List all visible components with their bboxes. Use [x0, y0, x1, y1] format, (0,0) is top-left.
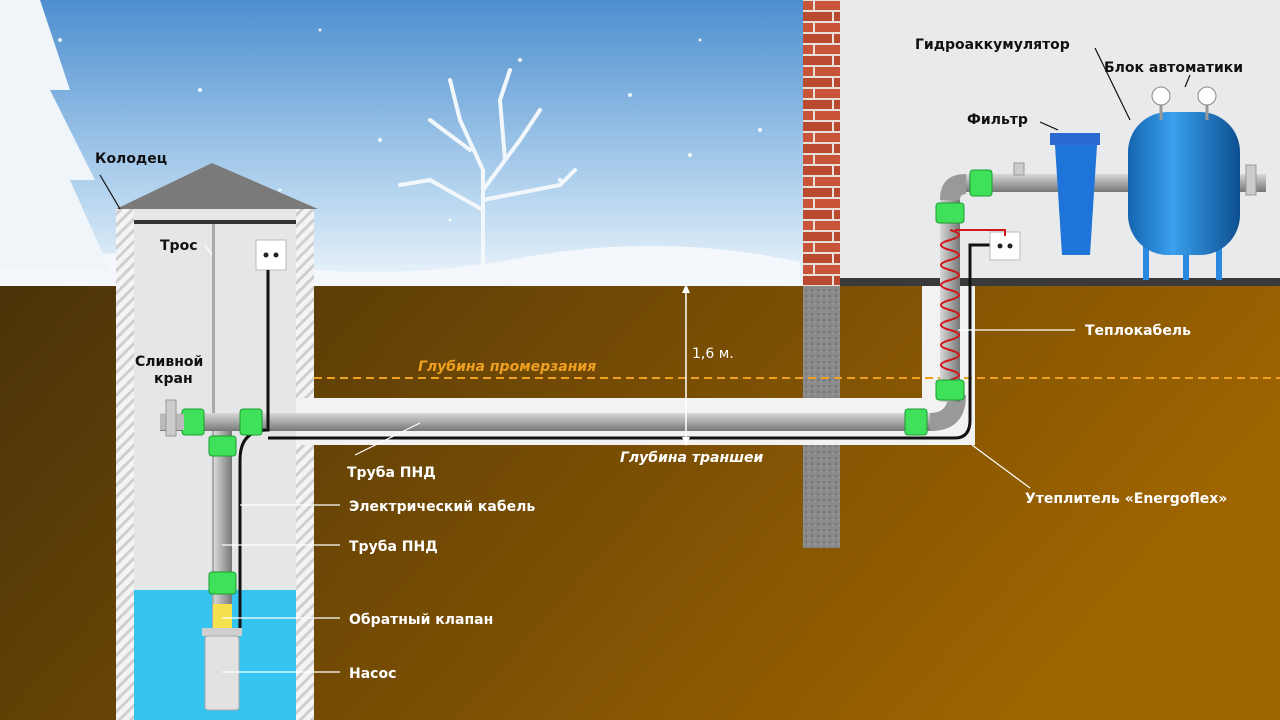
check-valve — [213, 604, 232, 630]
pressure-gauge-icon — [1151, 86, 1171, 106]
brick-wall — [803, 0, 840, 286]
label-hdpe-pipe-2: Труба ПНД — [349, 539, 438, 555]
label-insulation: Утеплитель «Energoflex» — [1025, 491, 1227, 507]
well-roof — [116, 163, 318, 209]
hydro-accumulator — [1128, 112, 1240, 255]
pump-top — [202, 628, 242, 636]
label-automation-block: Блок автоматики — [1104, 60, 1243, 76]
label-check-valve: Обратный клапан — [349, 612, 493, 628]
fitting — [208, 435, 237, 457]
label-heating-cable: Теплокабель — [1085, 323, 1191, 339]
hdpe-pipe-horizontal — [160, 413, 935, 431]
house-pipe — [966, 174, 1141, 192]
label-hdpe-pipe-1: Труба ПНД — [347, 465, 436, 481]
electric-cable — [238, 270, 270, 630]
label-electric-cable: Электрический кабель — [349, 499, 535, 515]
energoflex-insulation — [296, 286, 975, 445]
label-drain-valve-1: Сливной — [135, 354, 203, 370]
hdpe-pipe-vertical-house — [940, 192, 960, 402]
label-rope: Трос — [160, 238, 198, 254]
label-depth-value: 1,6 м. — [692, 346, 734, 362]
snowflakes — [58, 28, 762, 222]
label-drain-valve-2: кран — [154, 371, 193, 387]
label-well: Колодец — [95, 151, 167, 167]
label-trench-depth: Глубина траншеи — [620, 450, 763, 466]
bare-tree — [398, 68, 577, 280]
fitting — [239, 408, 263, 436]
outlet-valve — [1245, 164, 1257, 196]
fitting — [935, 379, 965, 401]
filter — [1055, 145, 1097, 255]
well-socket — [255, 239, 287, 271]
house-socket — [989, 231, 1021, 261]
pipe-elbow-bottom — [930, 395, 966, 431]
well-beam — [134, 220, 296, 224]
fitting — [904, 408, 928, 436]
pipe-elbow-top — [940, 174, 966, 200]
house-floor — [840, 278, 1280, 286]
fitting — [181, 408, 205, 436]
leader-lines — [204, 244, 1075, 673]
fitting — [208, 571, 237, 595]
label-accumulator: Гидроаккумулятор — [915, 37, 1070, 53]
heating-cable — [940, 229, 960, 381]
fittings — [181, 169, 993, 595]
pump — [204, 635, 240, 711]
label-filter: Фильтр — [967, 112, 1028, 128]
label-freeze-depth: Глубина промерзания — [418, 359, 596, 375]
hdpe-pipe-vertical-well — [214, 431, 232, 631]
filter-cap — [1050, 133, 1100, 145]
fitting — [969, 169, 993, 197]
house-valve — [1013, 162, 1025, 176]
fitting — [935, 202, 965, 224]
snowy-fir-tree — [0, 0, 110, 270]
electric-cable-house — [268, 243, 1000, 440]
label-pump: Насос — [349, 666, 396, 682]
pressure-gauge-icon — [1197, 86, 1217, 106]
